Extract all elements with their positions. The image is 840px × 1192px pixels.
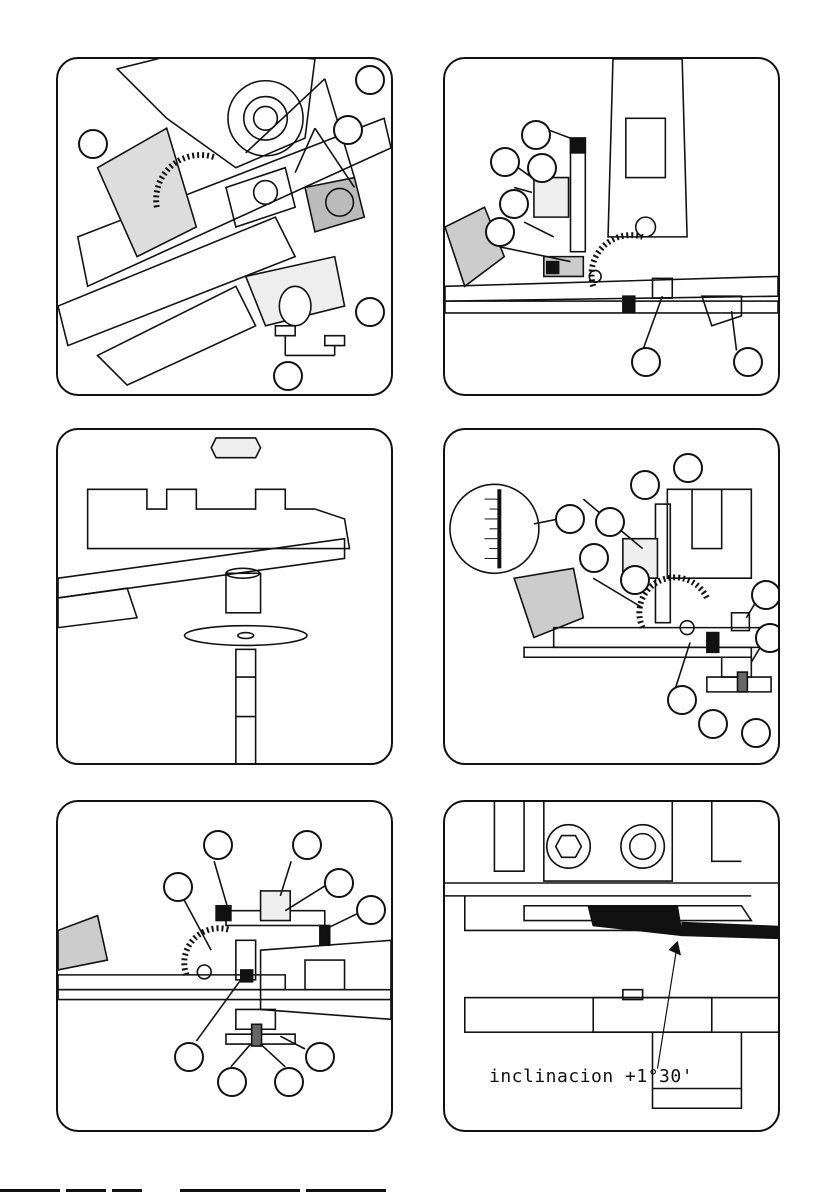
callout-marker (324, 868, 354, 898)
callout-marker (673, 453, 703, 483)
callout-marker (485, 217, 515, 247)
callout-marker (203, 830, 233, 860)
figure-panel-6: inclinacion +1°30' (443, 800, 780, 1132)
callout-marker (620, 565, 650, 595)
callout-marker (751, 580, 780, 610)
bevel-scale-detail-illustration (445, 430, 778, 763)
callout-marker (527, 153, 557, 183)
cropped-footer-text (0, 1180, 840, 1192)
figure-panel-2 (443, 57, 780, 396)
figure-panel-4 (443, 428, 780, 765)
callout-marker (631, 347, 661, 377)
callout-marker (292, 830, 322, 860)
callout-marker (305, 1042, 335, 1072)
callout-marker (174, 1042, 204, 1072)
callout-marker (78, 129, 108, 159)
figure-panel-3 (56, 428, 393, 765)
callout-marker (630, 470, 660, 500)
callout-marker (733, 347, 763, 377)
callout-marker (355, 297, 385, 327)
callout-marker (555, 504, 585, 534)
callout-marker (741, 718, 771, 748)
callout-marker (667, 685, 697, 715)
callout-marker (163, 872, 193, 902)
figure-panel-1 (56, 57, 393, 396)
callout-marker (273, 361, 303, 391)
callout-marker (490, 147, 520, 177)
exploded-parts-illustration (58, 430, 391, 763)
callout-marker (698, 709, 728, 739)
tilt-caption: inclinacion +1°30' (489, 1066, 693, 1087)
callout-marker (595, 507, 625, 537)
callout-marker (356, 895, 386, 925)
callout-marker (499, 189, 529, 219)
saw-bevel-bracket-illustration (58, 59, 391, 394)
cropped-text-fragment (0, 1181, 840, 1192)
callout-marker (755, 623, 780, 653)
callout-marker (333, 115, 363, 145)
callout-marker (274, 1067, 304, 1097)
callout-marker (521, 120, 551, 150)
figure-panel-5 (56, 800, 393, 1132)
callout-marker (355, 65, 385, 95)
callout-marker (579, 543, 609, 573)
callout-marker (217, 1067, 247, 1097)
